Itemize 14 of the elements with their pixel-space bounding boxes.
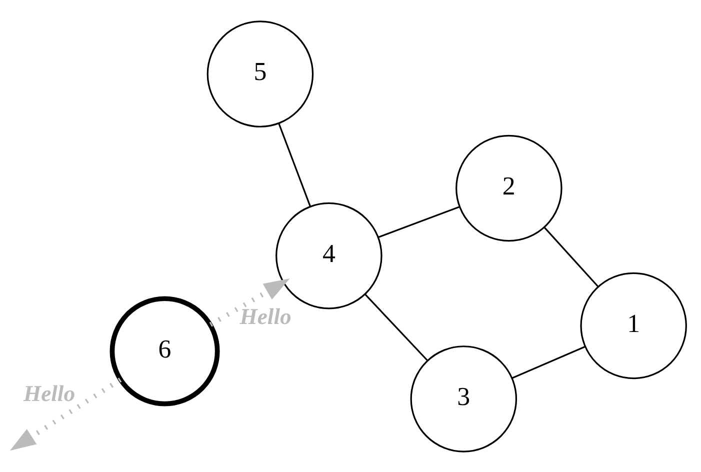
node-circle: 4	[276, 202, 382, 309]
node-circle: 1	[580, 272, 687, 379]
connector	[378, 206, 460, 238]
node-circle: 6	[110, 296, 220, 406]
connector	[544, 226, 599, 287]
connector	[512, 346, 586, 378]
edge-label: Hello	[23, 380, 76, 406]
connector	[278, 122, 312, 206]
node-circle: 5	[206, 20, 314, 127]
node-circle: 2	[456, 134, 562, 242]
node-circle: 3	[410, 345, 518, 452]
arrow	[10, 377, 122, 450]
arrow	[209, 278, 290, 326]
connector	[364, 293, 428, 361]
